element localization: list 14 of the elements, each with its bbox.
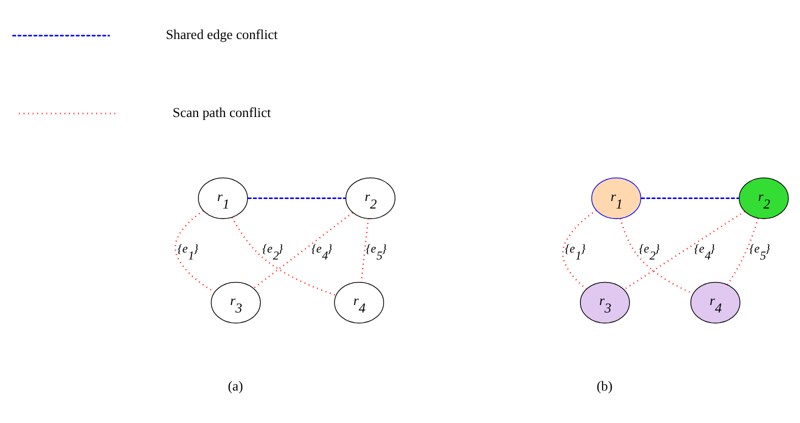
connector	[726, 218, 759, 286]
label: (a)	[228, 378, 243, 394]
connector	[360, 218, 370, 282]
legend-label: Shared edge conflict	[166, 26, 278, 42]
connector	[253, 212, 354, 289]
connector	[620, 218, 694, 294]
connector	[641, 198, 740, 200]
connector	[248, 198, 346, 200]
legend-label: Scan path conflict	[172, 104, 271, 120]
connector	[231, 217, 336, 296]
connector	[174, 210, 216, 293]
connector	[562, 210, 597, 290]
connector	[624, 210, 746, 290]
label: (b)	[596, 378, 612, 394]
